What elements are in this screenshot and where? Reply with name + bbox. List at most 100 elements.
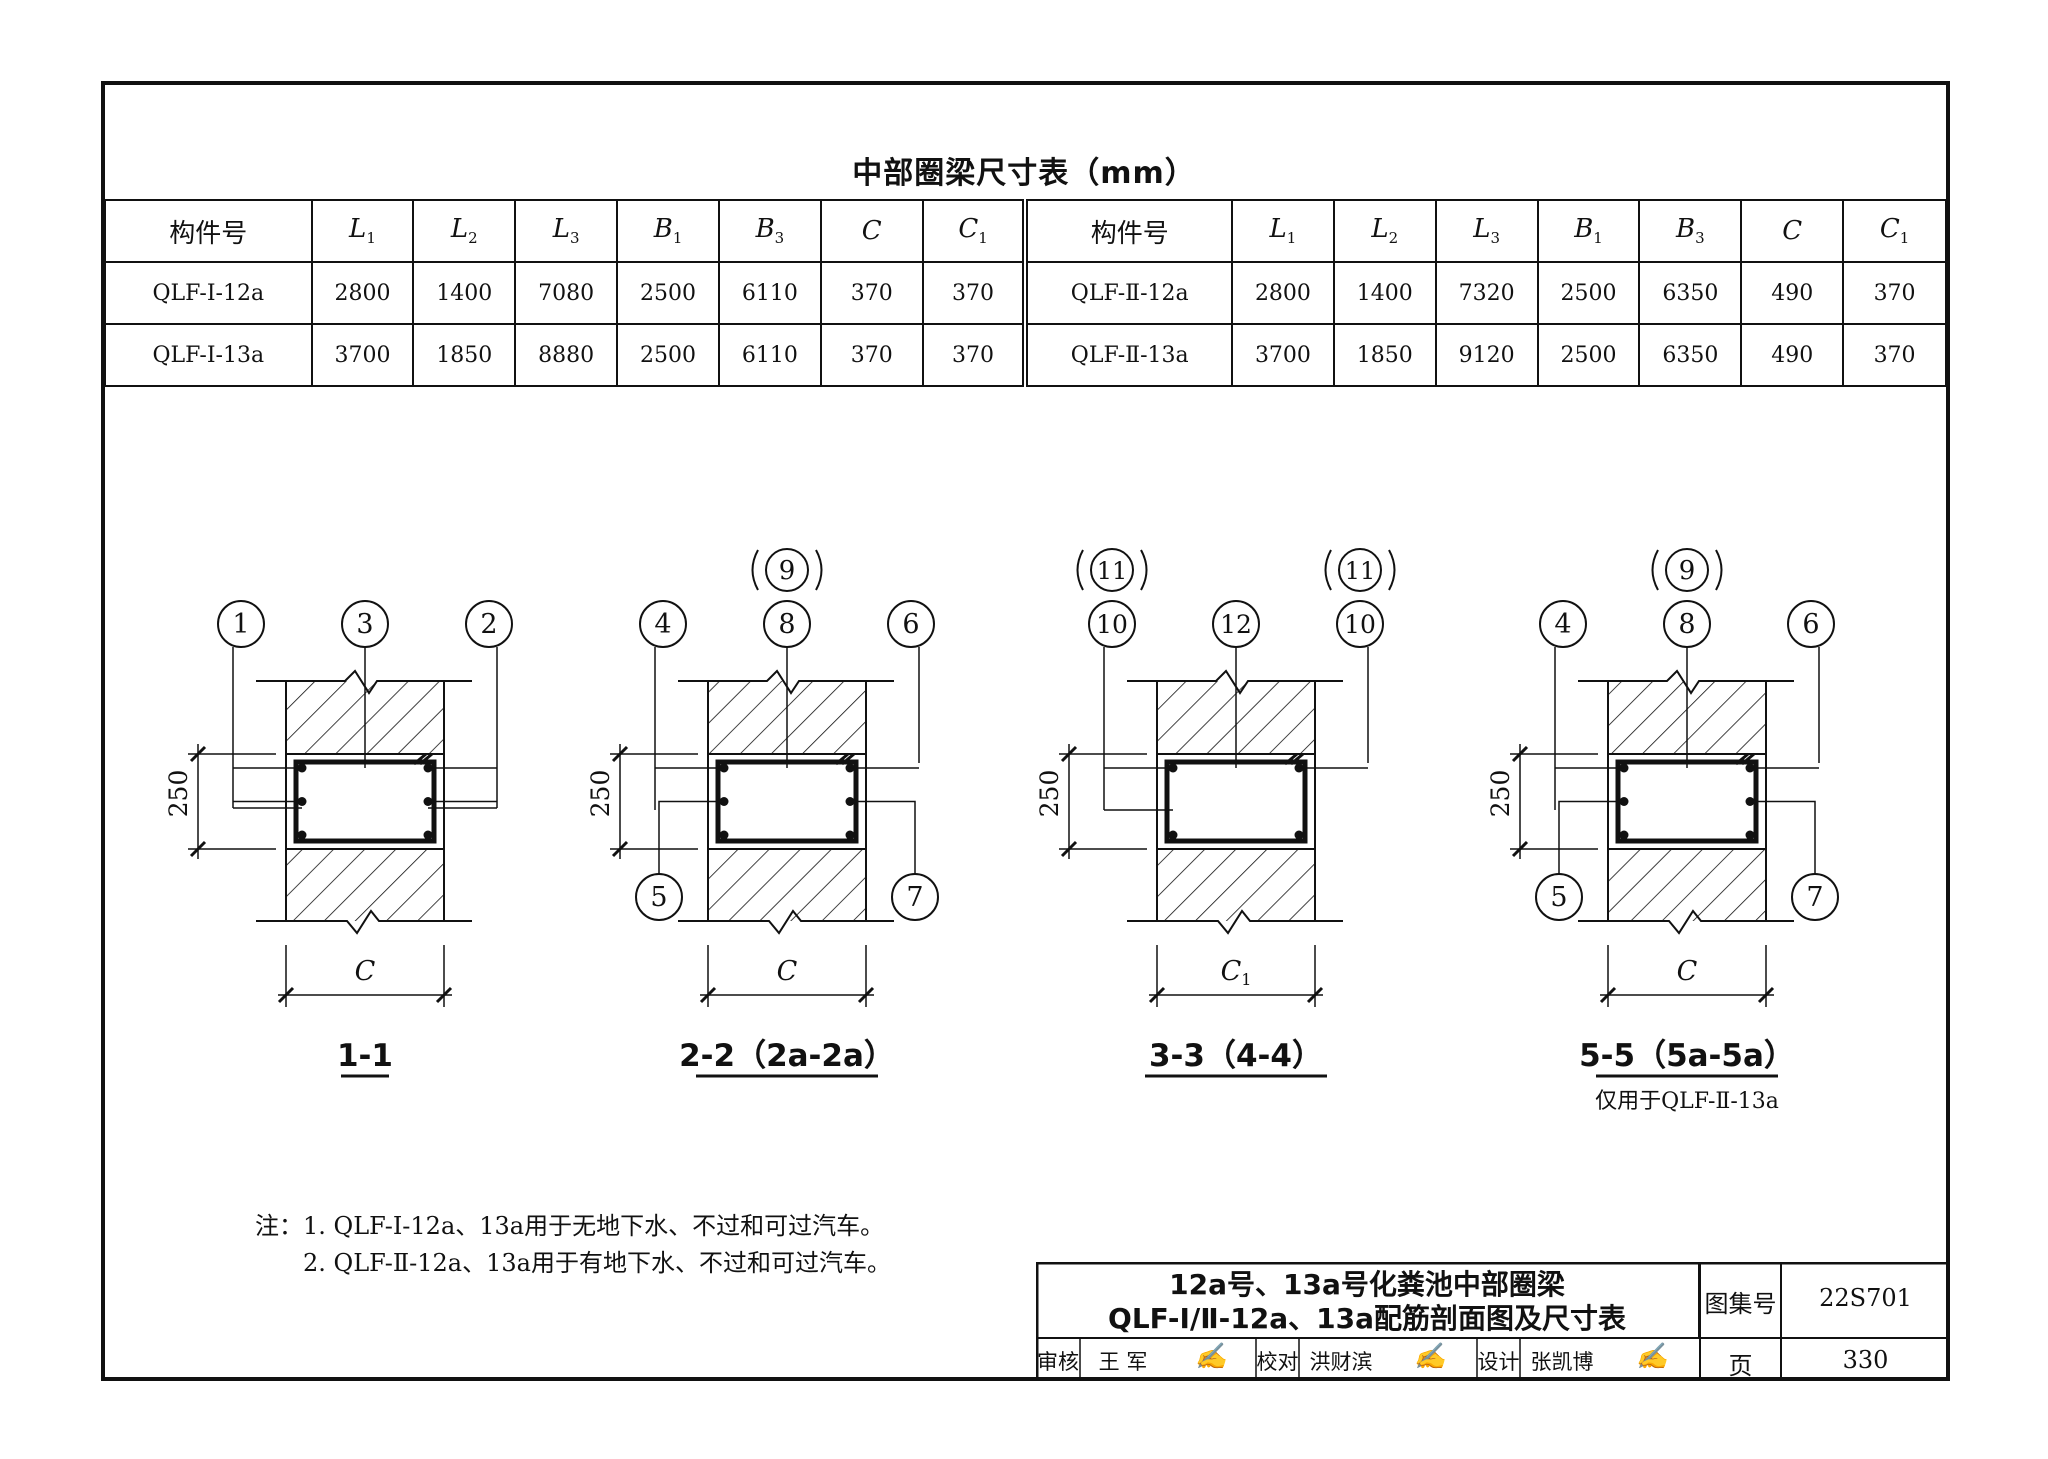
dim-tick (611, 745, 629, 763)
marker-8-label: 8 (1678, 609, 1695, 640)
leader-line (1750, 800, 1816, 874)
dim-tick (189, 840, 207, 858)
dim-tick (1148, 986, 1166, 1004)
leader-line (658, 800, 724, 874)
table-cell: QLF-Ⅱ-12a (1022, 261, 1234, 325)
table-cell: 1400 (1332, 261, 1437, 325)
table-cell: QLF-Ⅰ-13a (104, 323, 313, 387)
dim-tick (1511, 745, 1529, 763)
header-cell: B3 (717, 199, 822, 263)
table-cell: 2800 (310, 261, 415, 325)
table-cell: 490 (1740, 261, 1845, 325)
header-cell: C1 (1842, 199, 1947, 263)
title-block-grid (1036, 1262, 1950, 1381)
wall-lower (1608, 849, 1766, 921)
review-label: 审核 (1037, 1350, 1079, 1374)
header-cell: 构件号 (104, 199, 313, 263)
stirrup-hook (413, 752, 433, 766)
dim-tick (435, 986, 453, 1004)
marker-5-label: 5 (1550, 882, 1567, 913)
table-cell: 2500 (1536, 261, 1641, 325)
marker-10-label: 10 (1096, 610, 1128, 639)
rebar-dot (1619, 830, 1629, 840)
stirrup-hook (1735, 752, 1755, 766)
marker-7-label: 7 (906, 882, 923, 913)
atlas-number: 22S701 (1819, 1284, 1912, 1312)
table-cell: 1400 (412, 261, 517, 325)
dim-height-label: 250 (164, 770, 193, 818)
marker-2-label: 2 (480, 609, 497, 640)
rebar-dot (423, 830, 433, 840)
marker-10-circle (1088, 600, 1136, 648)
marker-1-circle (217, 600, 265, 648)
rebar-dot (719, 830, 729, 840)
note-item: 1. QLF-Ⅰ-12a、13a用于无地下水、不过和可过汽车。 (303, 1212, 885, 1240)
drawing-title: 12a号、13a号化粪池中部圈梁 QLF-Ⅰ/Ⅱ-12a、13a配筋剖面图及尺寸… (1036, 1262, 1700, 1338)
table-cell: 370 (921, 261, 1027, 325)
table-cell: QLF-Ⅱ-13a (1022, 323, 1234, 387)
table-cell: 6350 (1638, 261, 1743, 325)
table-row: QLF-Ⅰ-12a 2800 1400 7080 2500 6110 370 3… (104, 261, 1947, 325)
stirrup-hook (835, 752, 855, 766)
header-cell: C (819, 199, 924, 263)
header-cell: L3 (514, 199, 619, 263)
table-cell: 490 (1740, 323, 1845, 387)
upper-marker-label: 9 (779, 556, 796, 586)
header-cell: L1 (1231, 199, 1335, 263)
dim-height-label: 250 (1035, 770, 1064, 818)
marker-7-label: 7 (1806, 882, 1823, 913)
table-cell: 8880 (514, 323, 619, 387)
table-cell: 6350 (1638, 323, 1743, 387)
designer-signature: ✍ (1635, 1342, 1669, 1372)
header-cell: L2 (412, 199, 517, 263)
marker-1-label: 1 (232, 609, 249, 640)
stirrup (293, 759, 437, 844)
marker-5-label: 5 (650, 882, 667, 913)
upper-marker-paren-right (1715, 549, 1723, 591)
title-block: 12a号、13a号化粪池中部圈梁 QLF-Ⅰ/Ⅱ-12a、13a配筋剖面图及尺寸… (1036, 1262, 1950, 1381)
dim-tick (857, 986, 875, 1004)
rebar-dot (1294, 830, 1304, 840)
reviewer-name: 王 军 (1098, 1350, 1148, 1374)
dim-tick (189, 745, 207, 763)
notes-prefix: 注： (255, 1212, 303, 1240)
upper-marker-circle (1338, 548, 1382, 592)
marker-4-circle (1539, 600, 1587, 648)
upper-marker-circle (1665, 548, 1709, 592)
table-cell: QLF-Ⅰ-12a (104, 261, 313, 325)
header-cell: L1 (310, 199, 415, 263)
stirrup (1615, 759, 1759, 844)
check-label: 校对 (1256, 1350, 1299, 1374)
header-cell: B3 (1638, 199, 1743, 263)
dim-width-label: C1 (1221, 956, 1252, 989)
upper-marker-label: 11 (1097, 557, 1128, 585)
dim-width-label: C (1677, 956, 1698, 987)
table-cell: 370 (819, 323, 924, 387)
break-line-top (1127, 669, 1343, 695)
rebar-dot (1745, 830, 1755, 840)
dim-tick (1511, 840, 1529, 858)
table-cell: 2500 (616, 323, 720, 387)
marker-3-label: 3 (356, 609, 373, 640)
marker-6-label: 6 (1802, 609, 1819, 640)
stirrup (1164, 759, 1308, 844)
upper-marker-paren-left (1651, 549, 1659, 591)
table-cell: 370 (1842, 261, 1947, 325)
break-line-bottom (256, 909, 472, 935)
break-line-bottom (678, 909, 894, 935)
rebar-dot (1168, 830, 1178, 840)
atlas-label: 图集号 (1704, 1290, 1777, 1318)
table-cell: 6110 (717, 323, 822, 387)
drawing-title-line-2: QLF-Ⅰ/Ⅱ-12a、13a配筋剖面图及尺寸表 (1108, 1302, 1626, 1335)
marker-8-label: 8 (778, 609, 795, 640)
upper-marker-paren-right (1388, 549, 1396, 591)
upper-marker-label: 11 (1345, 557, 1376, 585)
page-label: 页 (1728, 1352, 1753, 1380)
marker-4-label: 4 (1554, 609, 1571, 640)
marker-10-label: 10 (1344, 610, 1376, 639)
table-cell: 6110 (717, 261, 822, 325)
